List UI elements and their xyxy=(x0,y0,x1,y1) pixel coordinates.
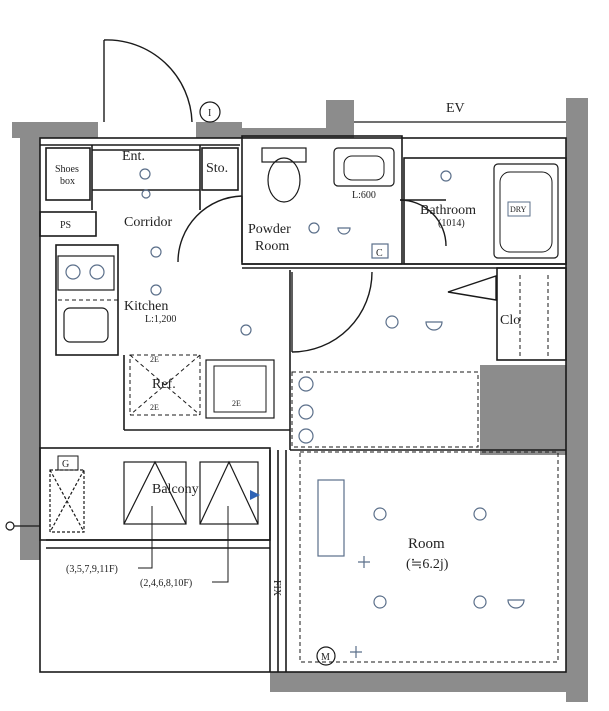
washing-machine xyxy=(205,359,275,419)
g-mark-box xyxy=(57,455,79,471)
leader-lines xyxy=(138,506,229,583)
ref-label: Ref. xyxy=(152,377,176,392)
basin-size-label: L:600 xyxy=(352,190,376,201)
dashed-outlines xyxy=(58,275,559,663)
toilet xyxy=(261,147,307,203)
g-mark-label: G xyxy=(62,459,69,470)
balcony-faucet-icon xyxy=(5,521,40,531)
m-mark-label: M xyxy=(321,652,330,663)
exterior-walls xyxy=(12,98,588,702)
floors-even-label: (2,4,6,8,10F) xyxy=(140,578,192,589)
kitchen-label: Kitchen xyxy=(124,299,168,314)
corridor-label: Corridor xyxy=(124,215,173,230)
room-labels: EV Ent. Shoes box Sto. PS Corridor Powde… xyxy=(55,101,527,663)
balcony-arrow-icon xyxy=(250,490,260,500)
c-mark-label: C xyxy=(376,248,383,259)
i-mark-label: I xyxy=(208,108,211,119)
interior-walls xyxy=(39,135,567,673)
doors xyxy=(103,39,497,353)
balcony-label: Balcony xyxy=(152,482,199,497)
2e-mark-a: 2E xyxy=(150,355,159,364)
kitchen-size-label: L:1,200 xyxy=(145,314,176,325)
2e-mark-c: 2E xyxy=(232,399,241,408)
balcony-units xyxy=(49,460,259,533)
entrance-label: Ent. xyxy=(122,149,145,164)
powder-room-label-2: Room xyxy=(255,239,289,254)
powder-room-label-1: Powder xyxy=(248,222,291,237)
room-label: Room xyxy=(408,536,445,552)
shoes-box-label-1: Shoes xyxy=(55,164,79,175)
m-mark-circle xyxy=(316,646,336,666)
entrance-door-swing xyxy=(103,39,193,123)
electrical-icons xyxy=(139,168,525,658)
bathroom-label: Bathroom xyxy=(420,203,476,218)
storage-label: Sto. xyxy=(206,161,228,176)
bathroom-size-label: (1014) xyxy=(438,218,465,229)
2e-mark-b: 2E xyxy=(150,403,159,412)
fix-label-group: FIX xyxy=(271,580,282,597)
floors-odd-label: (3,5,7,9,11F) xyxy=(66,564,118,575)
i-mark-circle xyxy=(199,101,221,123)
fix-label: FIX xyxy=(271,580,282,597)
room-size-label: (≒6.2j) xyxy=(406,557,449,572)
ps-label: PS xyxy=(60,220,71,231)
air-conditioner xyxy=(317,479,345,557)
kitchen-stove xyxy=(57,255,115,291)
kitchen-sink xyxy=(63,307,109,343)
ev-label: EV xyxy=(446,101,465,116)
shoes-box-label-2: box xyxy=(60,176,75,187)
closet-label: Clo xyxy=(500,313,520,328)
dry-label: DRY xyxy=(510,205,527,214)
wash-basin xyxy=(333,147,395,187)
bathtub xyxy=(493,163,559,259)
